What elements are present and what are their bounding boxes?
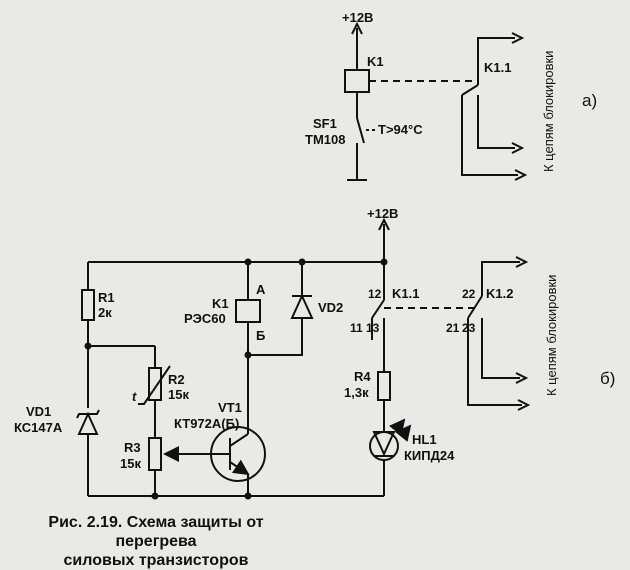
vt1-emitter xyxy=(229,459,250,476)
supply-b-arrowhead xyxy=(378,217,390,231)
k11-a-nc-wire xyxy=(477,95,515,149)
r1-val: 2к xyxy=(98,305,112,320)
k1-b-coil xyxy=(235,299,261,323)
a-contact-label: K1.1 xyxy=(484,60,511,75)
vd1-type: КС147А xyxy=(14,420,63,435)
k12-pin23: 23 xyxy=(462,321,476,335)
k12-pin21: 21 xyxy=(446,321,460,335)
k12-upper-wire xyxy=(481,261,520,296)
k12-common-wire xyxy=(467,318,522,406)
b-panel-label: б) xyxy=(600,369,615,388)
r4-ref: R4 xyxy=(354,369,371,384)
k1-ref: K1 xyxy=(212,296,229,311)
circuit-b xyxy=(76,217,531,500)
k12-arrow-2 xyxy=(515,372,529,384)
figure-caption: Рис. 2.19. Схема защиты от перегрева сил… xyxy=(6,513,306,570)
circuit-a xyxy=(344,21,528,181)
b-output-label: К цепям блокировки xyxy=(544,275,559,396)
k1-type: РЭС60 xyxy=(184,311,226,326)
k12-arrow-1 xyxy=(515,256,529,268)
vd1-triangle xyxy=(77,411,99,435)
r4-val: 1,3к xyxy=(344,385,369,400)
node-top-3 xyxy=(380,258,388,266)
k11-pin11: 11 xyxy=(350,321,363,335)
supply-a-arrowhead xyxy=(351,21,363,35)
r2-thermistor-mark xyxy=(138,365,171,405)
wire-vd2-bottom xyxy=(248,318,303,356)
vd2-triangle xyxy=(290,293,314,319)
r3-body xyxy=(148,437,162,471)
k11-a-common-wire xyxy=(461,95,518,176)
r2-ref: R2 xyxy=(168,372,185,387)
caption-line-2: силовых транзисторов xyxy=(63,552,249,569)
relay-k1-a-coil xyxy=(344,69,370,93)
k11-b-blade xyxy=(371,299,385,319)
r2-mark: t xyxy=(132,389,137,404)
k11-a-upper-wire xyxy=(477,37,515,85)
vt1-ref: VT1 xyxy=(218,400,242,415)
a-sf1-label: SF1 xyxy=(313,116,337,131)
r4-body xyxy=(377,371,391,401)
a-supply-label: +12В xyxy=(342,10,373,25)
k11-pin13: 13 xyxy=(366,321,380,335)
node-bot-2 xyxy=(244,492,252,500)
k11-a-blade xyxy=(461,84,479,96)
hl1-type: КИПД24 xyxy=(404,448,455,463)
k12-arrow-3 xyxy=(517,399,531,411)
vd2-ref: VD2 xyxy=(318,300,343,315)
vd1-bar xyxy=(76,409,100,419)
node-bot-1 xyxy=(151,492,159,500)
k11-ref: K1.1 xyxy=(392,286,419,301)
k12-pin22: 22 xyxy=(462,287,476,301)
a-output-label: К цепям блокировки xyxy=(541,51,556,172)
a-relay-label: K1 xyxy=(367,54,384,69)
k12-nc-wire xyxy=(481,318,520,379)
k11-a-arrow-1 xyxy=(511,32,525,44)
vt1-type: КТ972А(Б) xyxy=(174,416,239,431)
hl1-triangle xyxy=(372,431,396,457)
r2-val: 15к xyxy=(168,387,189,402)
vd1-ref: VD1 xyxy=(26,404,51,419)
r3-ref: R3 xyxy=(124,440,141,455)
r3-val: 15к xyxy=(120,456,141,471)
a-sf1-type: ТМ108 xyxy=(305,132,345,147)
hl1-ref: HL1 xyxy=(412,432,437,447)
hl1-light-2 xyxy=(395,424,412,442)
k11-a-arrow-2 xyxy=(511,142,525,154)
k1-pin-a: А xyxy=(256,282,266,297)
sf1-switch-blade xyxy=(356,117,365,144)
a-panel-label: а) xyxy=(582,91,597,110)
k11-a-arrow-3 xyxy=(514,169,528,181)
r1-ref: R1 xyxy=(98,290,115,305)
caption-line-1: Рис. 2.19. Схема защиты от перегрева xyxy=(48,514,264,550)
k11-pin12: 12 xyxy=(368,287,382,301)
k12-ref: K1.2 xyxy=(486,286,513,301)
k1-pin-b: Б xyxy=(256,328,265,343)
vt1-collector xyxy=(229,433,249,447)
b-supply-label: +12В xyxy=(367,206,398,221)
k12-blade xyxy=(467,295,483,319)
a-sf1-temp: T>94°C xyxy=(378,122,423,137)
r1-body xyxy=(81,289,95,321)
hl1-light-1 xyxy=(389,418,406,436)
